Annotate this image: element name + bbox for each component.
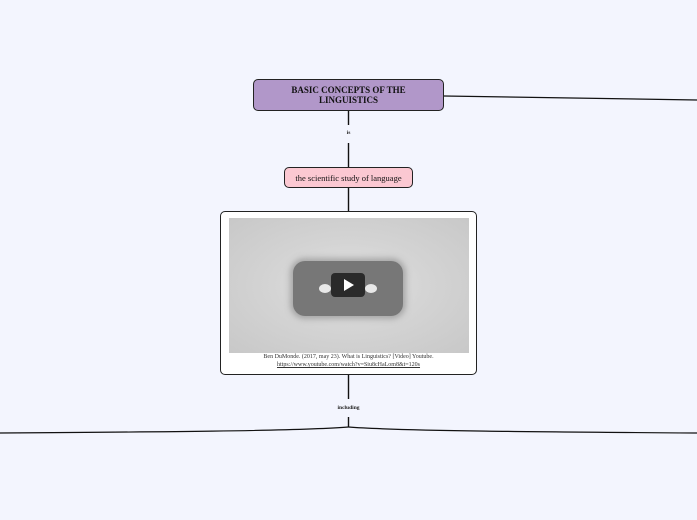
video-card[interactable]: Ben DuMonde. (2017, may 23). What is Lin…	[220, 211, 477, 375]
definition-topic[interactable]: the scientific study of language	[284, 167, 413, 188]
video-thumbnail[interactable]	[229, 218, 469, 353]
decor-dot	[365, 284, 377, 293]
root-topic[interactable]: BASIC CONCEPTS OF THE LINGUISTICS	[253, 79, 444, 111]
definition-text: the scientific study of language	[295, 172, 402, 183]
video-citation: Ben DuMonde. (2017, may 23). What is Lin…	[263, 354, 434, 360]
play-button[interactable]	[331, 273, 365, 297]
connector-label-is: is	[346, 130, 351, 136]
video-caption: Ben DuMonde. (2017, may 23). What is Lin…	[221, 353, 476, 369]
root-topic-title: BASIC CONCEPTS OF THE LINGUISTICS	[291, 85, 406, 105]
connector-label-including: including	[337, 405, 360, 411]
video-link[interactable]: https://www.youtube.com/watch?v=Siu8cHaL…	[276, 362, 421, 368]
decor-dot	[319, 284, 331, 293]
youtube-logo	[293, 261, 403, 316]
play-icon	[344, 279, 354, 291]
